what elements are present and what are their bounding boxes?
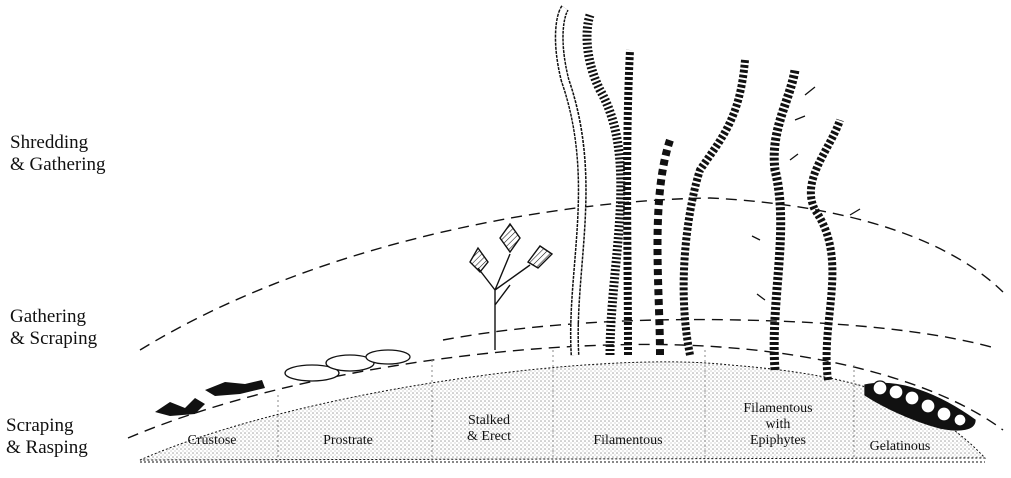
- growth-form-label-crustose: Crustose: [188, 433, 237, 448]
- growth-form-label-line: Crustose: [188, 433, 237, 448]
- epiphyte-algae: [752, 70, 860, 380]
- growth-form-label-line: Gelatinous: [870, 439, 931, 454]
- growth-form-label-stalked: Stalked& Erect: [467, 413, 511, 444]
- crustose-algae: [155, 380, 265, 416]
- boundary-inner: [443, 320, 995, 348]
- growth-form-label-line: Epiphytes: [750, 433, 806, 448]
- growth-form-label-gelatinous: Gelatinous: [870, 439, 931, 454]
- stalked-erect-algae: [470, 224, 552, 350]
- substrate-mound: [140, 362, 985, 460]
- growth-form-label-line: with: [766, 417, 791, 432]
- growth-form-label-line: Filamentous: [743, 401, 812, 416]
- growth-form-label-line: Stalked: [468, 413, 510, 428]
- growth-form-label-prostrate: Prostrate: [323, 433, 373, 448]
- growth-form-label-filamentous: Filamentous: [593, 433, 662, 448]
- growth-form-label-line: & Erect: [467, 429, 511, 444]
- growth-form-label-line: Prostrate: [323, 433, 373, 448]
- filamentous-algae: [559, 8, 745, 355]
- growth-form-label-line: Filamentous: [593, 433, 662, 448]
- prostrate-algae: [285, 350, 410, 381]
